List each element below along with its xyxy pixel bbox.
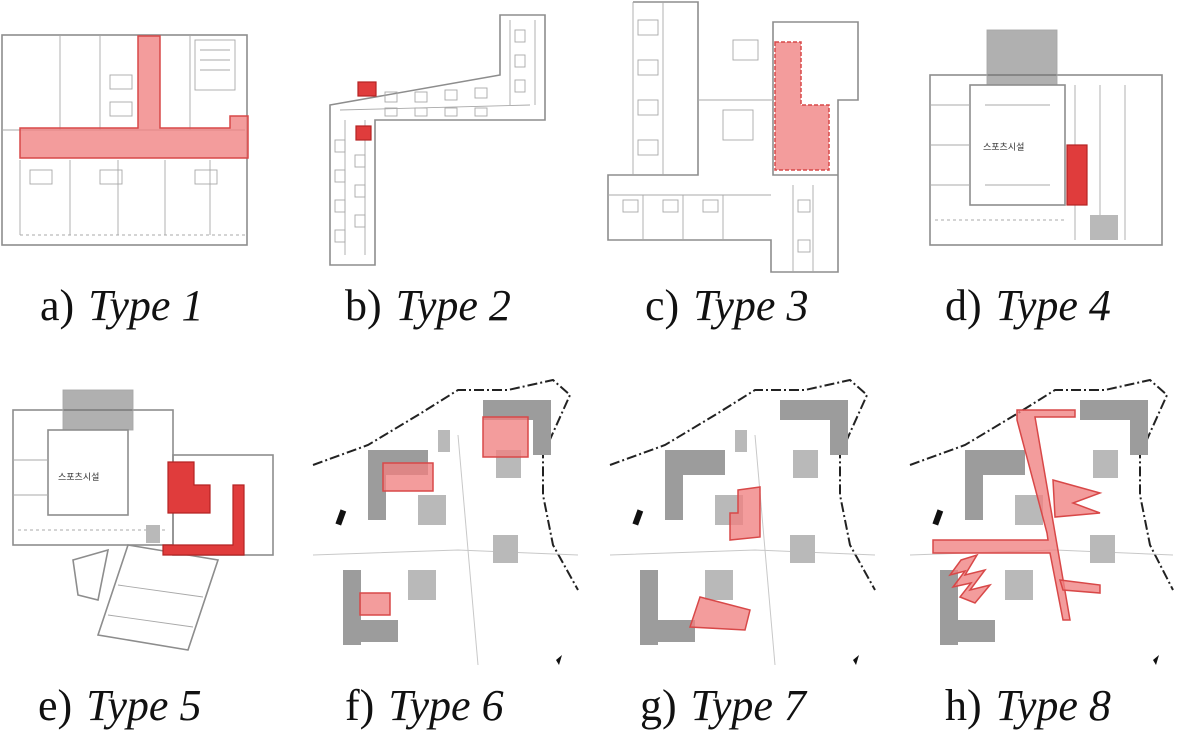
panel-c-floorplan (603, 0, 873, 275)
floorplan-type4: 스포츠시설 (929, 29, 1163, 246)
highlight-room-2 (355, 125, 372, 141)
circulation-branch-2 (948, 553, 993, 604)
siteplan-type7 (609, 378, 876, 666)
caption-label: f) (345, 681, 375, 730)
caption-type: Type 8 (995, 681, 1111, 730)
caption-type: Type 1 (88, 281, 204, 330)
highlight-area-1 (729, 486, 761, 541)
panel-d-floorplan: 스포츠시설 (925, 25, 1170, 250)
circulation-highlight-2 (162, 484, 245, 556)
panel-f-siteplan (308, 375, 588, 670)
siteplan-type6 (312, 378, 579, 666)
circulation-highlight (1066, 144, 1088, 206)
caption-label: e) (38, 681, 73, 730)
panel-g-siteplan (605, 375, 885, 670)
caption-type: Type 5 (86, 681, 202, 730)
highlight-area-2 (688, 596, 751, 631)
caption-a: a) Type 1 (40, 280, 203, 331)
panel-a-floorplan (0, 30, 260, 255)
caption-type: Type 2 (395, 281, 511, 330)
highlight-area-1 (382, 462, 434, 492)
sports-facility-label: 스포츠시설 (58, 472, 99, 483)
sports-facility-label: 스포츠시설 (983, 142, 1024, 153)
panel-b-floorplan (320, 10, 590, 275)
circulation-branch-3 (1058, 579, 1101, 594)
floorplan-type3 (607, 1, 859, 273)
panel-h-siteplan (905, 375, 1177, 670)
caption-b: b) Type 2 (345, 280, 511, 331)
highlight-room-1 (357, 81, 377, 97)
circulation-spine-highlight (932, 409, 1076, 621)
caption-e: e) Type 5 (38, 680, 201, 731)
caption-d: d) Type 4 (945, 280, 1111, 331)
caption-g: g) Type 7 (640, 680, 806, 731)
caption-type: Type 3 (693, 281, 809, 330)
caption-label: g) (640, 681, 677, 730)
circulation-highlight (774, 41, 830, 171)
circulation-branch-1 (1052, 478, 1103, 518)
caption-label: c) (645, 281, 680, 330)
panel-e-floorplan: 스포츠시설 (8, 385, 283, 655)
caption-h: h) Type 8 (945, 680, 1111, 731)
highlight-area-2 (482, 416, 529, 458)
caption-label: d) (945, 281, 982, 330)
caption-type: Type 6 (388, 681, 504, 730)
caption-label: b) (345, 281, 382, 330)
caption-label: h) (945, 681, 982, 730)
caption-label: a) (40, 281, 75, 330)
caption-c: c) Type 3 (645, 280, 808, 331)
highlight-area-3 (359, 592, 391, 616)
floorplan-type1 (1, 34, 249, 246)
caption-type: Type 7 (690, 681, 806, 730)
caption-type: Type 4 (995, 281, 1111, 330)
siteplan-type8 (909, 378, 1174, 665)
circulation-highlight (167, 461, 211, 514)
caption-f: f) Type 6 (345, 680, 504, 731)
circulation-highlight (19, 35, 249, 159)
floorplan-type5: 스포츠시설 (12, 389, 274, 651)
floorplan-type2 (329, 14, 546, 266)
